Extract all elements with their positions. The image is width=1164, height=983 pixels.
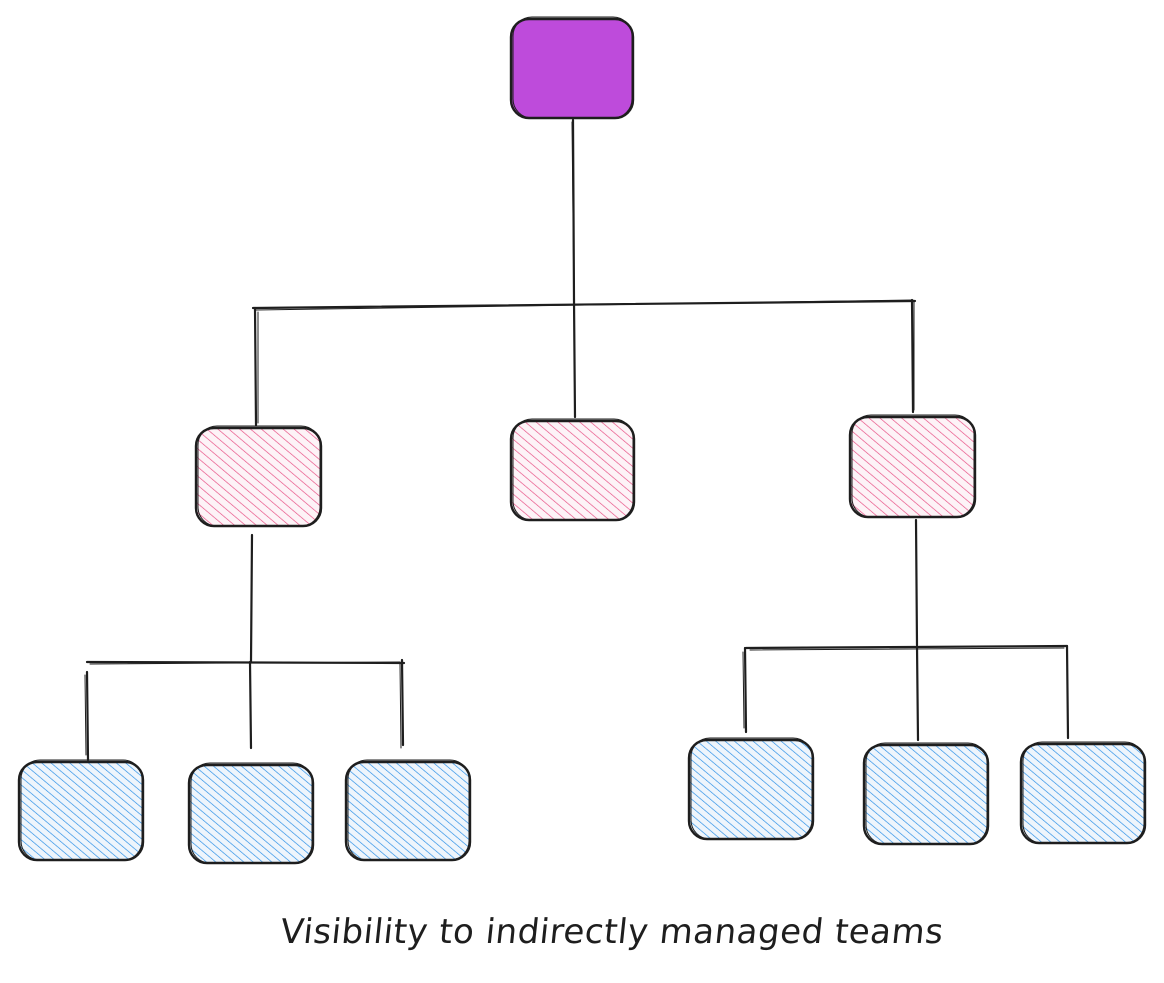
team-node-5 bbox=[862, 742, 990, 846]
right-manager-trunk-line bbox=[914, 518, 919, 647]
manager-node-2 bbox=[509, 418, 636, 522]
drop-line-team-5 bbox=[915, 644, 920, 742]
drop-line-manager-2 bbox=[572, 298, 577, 419]
drop-line-team-6 bbox=[1065, 644, 1070, 740]
drop-line-team-3 bbox=[400, 658, 405, 747]
team-node-3 bbox=[344, 759, 472, 862]
drop-line-team-1 bbox=[85, 670, 90, 762]
left-manager-trunk-line bbox=[249, 533, 254, 664]
manager-node-1 bbox=[194, 425, 323, 528]
drop-line-team-3-shadow bbox=[399, 663, 402, 749]
diagram-caption: Visibility to indirectly managed teams bbox=[278, 912, 946, 952]
drop-line-team-4-shadow bbox=[742, 651, 745, 729]
team-node-2 bbox=[187, 762, 315, 865]
manager-bus-line-shadow bbox=[255, 299, 914, 311]
connector-lines bbox=[84, 118, 1070, 762]
team-node-1 bbox=[17, 759, 145, 862]
team-node-6 bbox=[1019, 741, 1147, 845]
root-trunk-line-shadow bbox=[571, 121, 575, 306]
team-node-4 bbox=[687, 737, 815, 841]
right-team-bus-line bbox=[744, 644, 1069, 650]
manager-node-3 bbox=[848, 414, 977, 519]
manager-bus-line bbox=[251, 299, 917, 310]
drop-line-manager-1 bbox=[253, 306, 258, 427]
root-node bbox=[509, 16, 635, 120]
drop-line-team-1-shadow bbox=[84, 674, 87, 756]
drop-line-team-2 bbox=[248, 660, 253, 750]
right-team-bus-line-shadow bbox=[749, 647, 1065, 651]
drop-line-manager-3 bbox=[910, 298, 915, 414]
drop-line-team-4 bbox=[743, 646, 748, 734]
left-team-bus-line-shadow bbox=[89, 661, 401, 665]
